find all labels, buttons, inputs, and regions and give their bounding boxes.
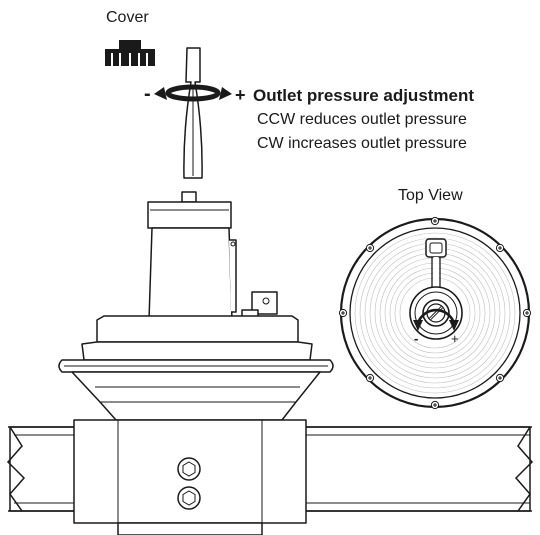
- regulator-body: [58, 191, 334, 421]
- cw-text: CW increases outlet pressure: [257, 135, 467, 152]
- cover-label: Cover: [106, 9, 149, 26]
- perimeter-screws: [338, 216, 532, 410]
- hex-plug-upper: [177, 457, 201, 481]
- top-view-dial: - +: [338, 216, 532, 410]
- dial-minus-sign: -: [414, 331, 418, 346]
- rotation-arrow-icon: [154, 84, 232, 102]
- minus-sign: -: [144, 83, 151, 105]
- dial-rotation-arrow-icon: [413, 308, 459, 331]
- ccw-text: CCW reduces outlet pressure: [257, 111, 467, 128]
- screwdriver: [183, 47, 203, 179]
- cover-cap: [105, 40, 155, 66]
- adjusting-hub: [409, 286, 463, 340]
- vent-square: [425, 238, 447, 258]
- plus-sign: +: [235, 85, 246, 105]
- dial-plus-sign: +: [451, 331, 459, 346]
- top-view-label: Top View: [398, 187, 463, 204]
- adjustment-title: Outlet pressure adjustment: [253, 86, 474, 105]
- hex-plug-lower: [177, 486, 201, 510]
